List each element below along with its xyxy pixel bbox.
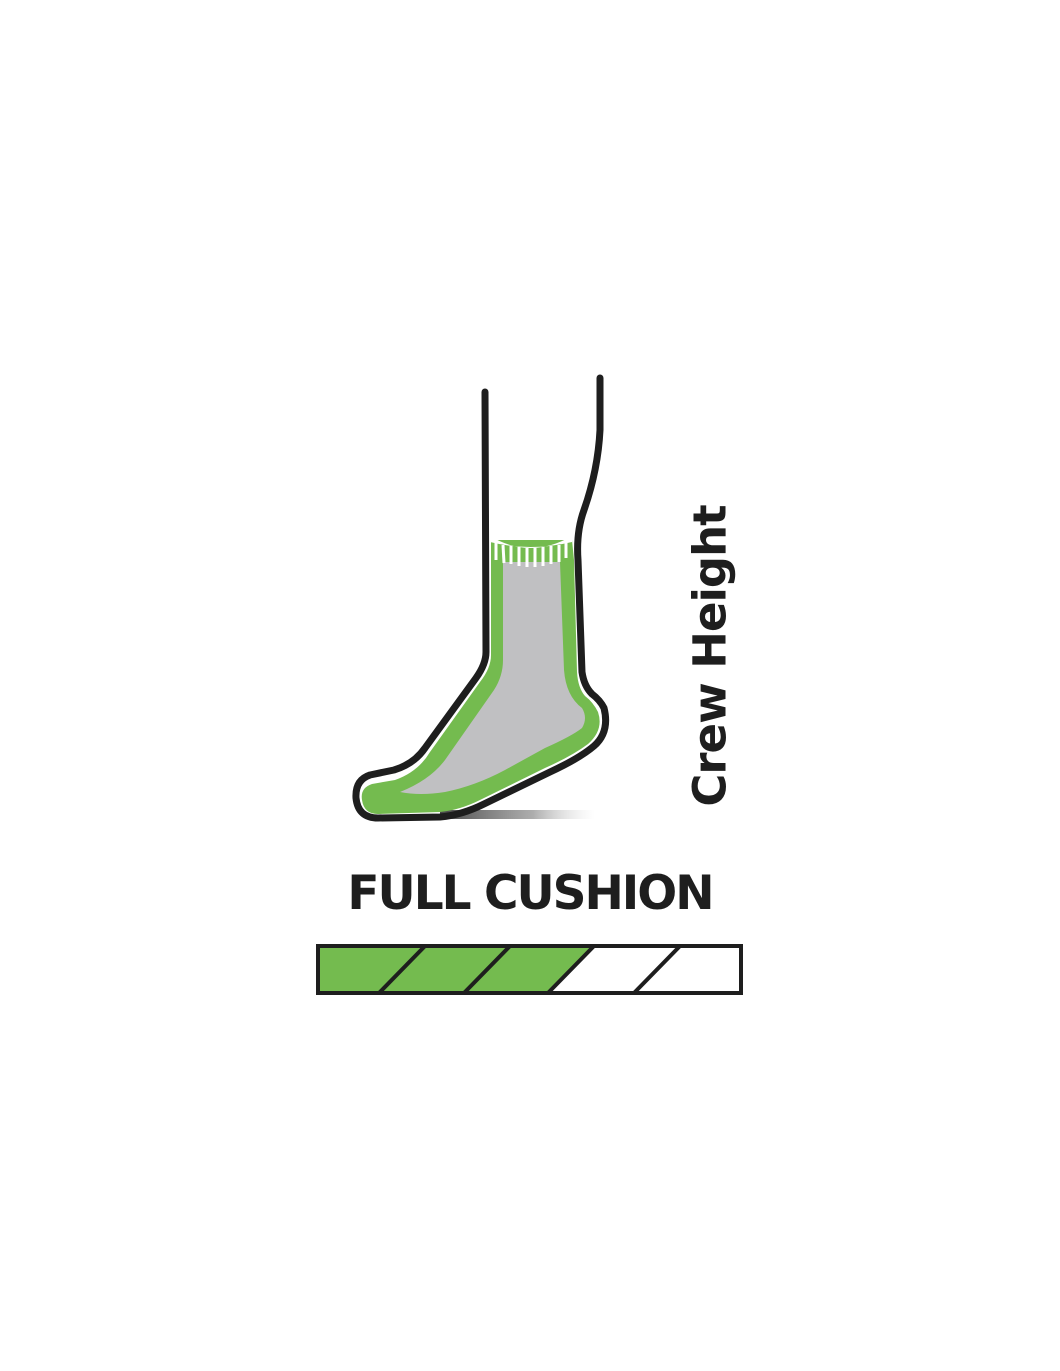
cushion-segment-2 — [379, 946, 510, 993]
cushion-scale-bar — [316, 944, 743, 995]
sock-inner-shape — [400, 562, 585, 794]
cuff-top — [490, 536, 572, 548]
cushion-segment-3 — [464, 946, 594, 993]
sock-height-label: Crew Height — [683, 505, 737, 807]
floor-shadow — [440, 810, 595, 819]
leg-outline — [352, 374, 610, 822]
cushion-level-label: FULL CUSHION — [347, 866, 714, 921]
cuff-ribbing — [494, 543, 568, 567]
cushion-segment-1 — [318, 946, 425, 993]
